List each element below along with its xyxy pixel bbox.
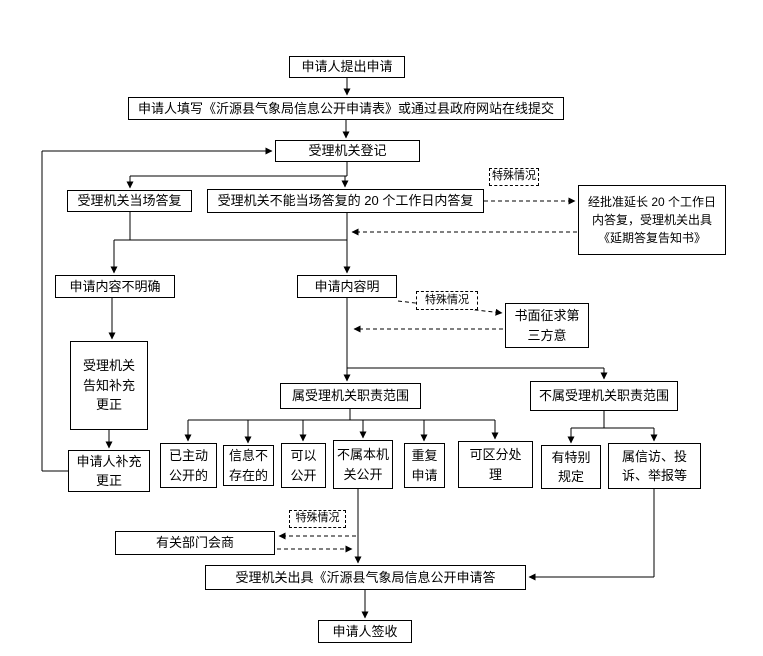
label-special-case-2: 特殊情况 (416, 291, 478, 310)
node-content-clear: 申请内容明 (297, 275, 397, 298)
node-special-provisions: 有特别规定 (541, 445, 601, 489)
node-department-consultation: 有关部门会商 (115, 531, 275, 555)
label-special-case-1: 特殊情况 (489, 168, 539, 186)
node-content-unclear: 申请内容不明确 (55, 275, 175, 298)
node-authority-registration: 受理机关登记 (275, 140, 420, 162)
label-special-case-3: 特殊情况 (289, 510, 346, 528)
node-issue-reply-document: 受理机关出具《沂源县气象局信息公开申请答 (205, 565, 526, 590)
node-applicant-supplement-correction: 申请人补充更正 (68, 450, 150, 492)
node-notify-supplement-correction: 受理机关告知补充更正 (70, 341, 148, 430)
node-separable-handling: 可区分处理 (458, 441, 533, 488)
node-outside-authority-scope: 不属受理机关职责范围 (530, 381, 678, 411)
node-information-not-exist: 信息不存在的 (223, 445, 274, 486)
node-applicant-sign-receipt: 申请人签收 (318, 620, 412, 643)
node-already-publicly-disclosed: 已主动公开的 (160, 443, 217, 488)
solid-connectors (41, 78, 658, 619)
node-can-be-disclosed: 可以公开 (281, 443, 326, 488)
node-third-party-consult: 书面征求第三方意 (505, 303, 589, 348)
node-submit-application: 申请人提出申请 (289, 56, 405, 78)
dashed-connectors (277, 197, 577, 553)
node-within-authority-scope: 属受理机关职责范围 (280, 383, 421, 409)
node-repeated-application: 重复申请 (404, 443, 445, 488)
node-reply-on-site: 受理机关当场答复 (67, 190, 192, 212)
node-fill-application-form: 申请人填写《沂源县气象局信息公开申请表》或通过县政府网站在线提交 (128, 97, 564, 120)
node-reply-within-20-days: 受理机关不能当场答复的 20 个工作日内答复 (207, 189, 484, 213)
node-petition-complaint-report: 属信访、投诉、举报等 (608, 443, 701, 489)
node-extended-reply-notice: 经批准延长 20 个工作日内答复，受理机关出具《延期答复告知书》 (578, 185, 726, 255)
node-not-this-authority: 不属本机关公开 (333, 440, 393, 489)
